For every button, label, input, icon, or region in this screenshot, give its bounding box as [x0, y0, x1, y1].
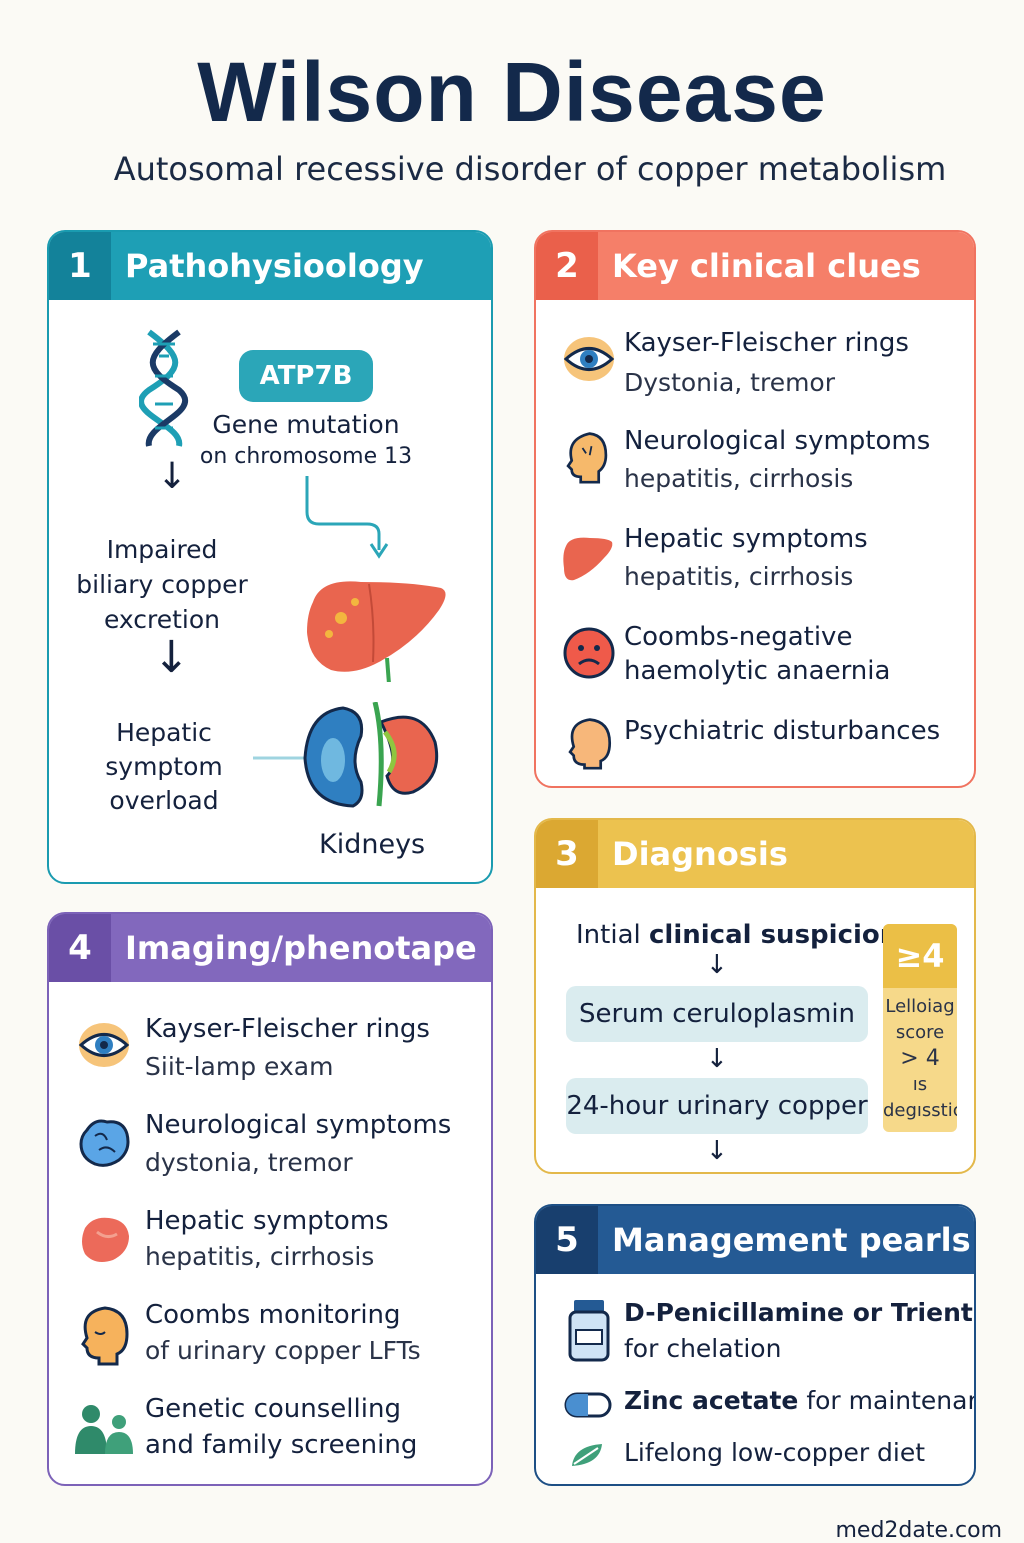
- page-title: Wilson Disease: [197, 45, 827, 139]
- brain-icon: [79, 1119, 130, 1167]
- impaired-excretion-label: Impaired biliary copper excretion: [76, 535, 248, 634]
- pathophysiology-header: 1 Pathohysioology: [49, 232, 491, 300]
- hepatic-overload-label: Hepatic symptom overload: [105, 718, 223, 815]
- score-threshold: ≥4: [883, 924, 957, 988]
- pill-capsule-icon: [564, 1392, 612, 1418]
- eye-icon: [78, 1023, 130, 1067]
- management-chelation-drug: D-Penicillamine or Trientine: [624, 1298, 974, 1327]
- arrow-down-icon: ↓: [157, 456, 188, 497]
- kidneys-label: Kidneys: [319, 829, 426, 860]
- head-profile-icon: [568, 718, 612, 770]
- section-number: 1: [49, 232, 111, 300]
- section-title: Key clinical clues: [612, 247, 921, 285]
- medicine-bottle-icon: [568, 1300, 610, 1362]
- connector-arrow-icon: [305, 476, 389, 559]
- management-diet: Lifelong low-copper diet: [624, 1438, 926, 1467]
- section-number: 5: [536, 1206, 598, 1274]
- liver-icon: [82, 1217, 129, 1262]
- dna-icon: [139, 329, 189, 447]
- clinical-clues-header: 2 Key clinical clues: [536, 232, 974, 300]
- diagnosis-step-urinary-copper: 24-hour urinary copper: [566, 1078, 868, 1134]
- diagnosis-step-ceruloplasmin: Serum ceruloplasmin: [566, 986, 868, 1042]
- liver-icon: [563, 537, 613, 581]
- management-chelation-purpose: for chelation: [624, 1334, 782, 1363]
- section-number: 4: [49, 914, 111, 982]
- imaging-header: 4 Imaging/phenotape: [49, 914, 491, 982]
- management-zinc: Zinc acetate for maintenance: [624, 1386, 974, 1415]
- pathophysiology-card: 1 Pathohysioology ATP7B Gene mutation on…: [47, 230, 493, 884]
- gene-mutation-label: Gene mutation on chromosome 13: [199, 410, 413, 469]
- section-title: Management pearls: [612, 1221, 971, 1259]
- page-subtitle: Autosomal recessive disorder of copper m…: [113, 150, 947, 188]
- clinical-clues-card: 2 Key clinical clues Kayser-Fleischer ri…: [534, 230, 976, 788]
- score-panel: ≥4 Lelloiag score > 4 ıs degısstic: [883, 924, 957, 1132]
- gene-badge: ATP7B: [239, 350, 373, 402]
- diagnosis-step-suspicion: Intial clinical suspicion: [576, 920, 899, 950]
- eye-icon: [563, 337, 615, 381]
- family-icon: [75, 1405, 133, 1454]
- arrow-down-icon: ↓: [706, 950, 728, 980]
- arrow-down-icon: ↓: [706, 1044, 728, 1074]
- management-header: 5 Management pearls: [536, 1206, 974, 1274]
- imaging-card: 4 Imaging/phenotape Kayser-Fleischer rin…: [47, 912, 493, 1486]
- head-profile-icon: [81, 1306, 129, 1366]
- liver-icon: [307, 581, 446, 682]
- diagnosis-header: 3 Diagnosis: [536, 820, 974, 888]
- footer-site: med2date.com: [835, 1518, 1002, 1543]
- section-title: Imaging/phenotape: [125, 929, 477, 967]
- kidneys-icon: [253, 702, 439, 808]
- section-number: 2: [536, 232, 598, 300]
- head-icon: [566, 432, 608, 484]
- management-card: 5 Management pearls D-Penicillamine or T…: [534, 1204, 976, 1486]
- arrow-down-icon: ↓: [706, 1136, 728, 1166]
- leaf-icon: [572, 1444, 602, 1466]
- section-number: 3: [536, 820, 598, 888]
- arrow-down-icon: ↓: [153, 632, 190, 683]
- diagnosis-card: 3 Diagnosis Intial clinical suspicion ↓ …: [534, 818, 976, 1174]
- sad-face-icon: [563, 627, 615, 679]
- section-title: Pathohysioology: [125, 247, 424, 285]
- section-title: Diagnosis: [612, 835, 788, 873]
